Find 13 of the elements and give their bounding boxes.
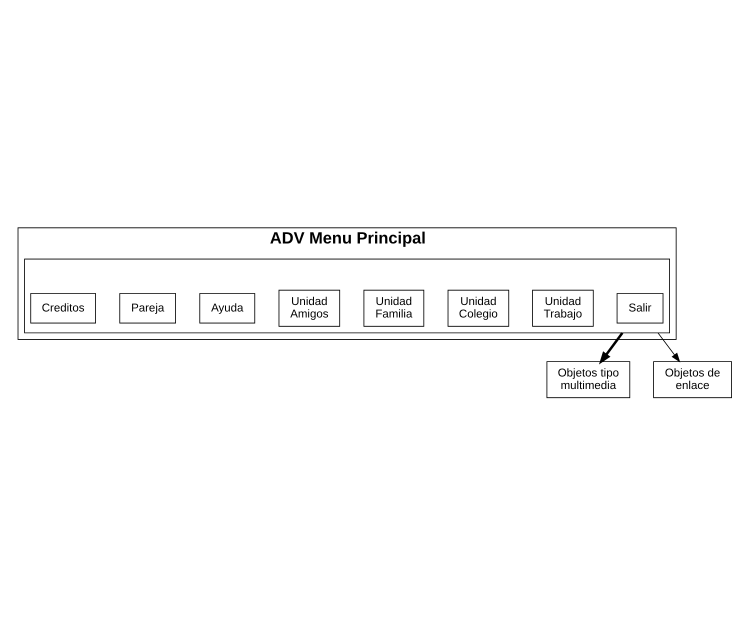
- node-box: Unidad Familia: [364, 289, 424, 326]
- node-box: Pareja: [119, 292, 176, 323]
- cluster: [24, 258, 670, 333]
- node-box: Ayuda: [199, 292, 256, 323]
- node-box: Unidad Trabajo: [532, 289, 594, 326]
- node-box: Objetos tipo multimedia: [546, 360, 630, 398]
- node-box: Unidad Colegio: [448, 289, 510, 326]
- node-box: Unidad Amigos: [278, 289, 340, 326]
- node-box: Objetos de enlace: [653, 360, 732, 398]
- arrow: [658, 332, 680, 362]
- arrow: [598, 332, 624, 364]
- node-box: Creditos: [30, 292, 96, 323]
- node-box: Salir: [616, 292, 664, 323]
